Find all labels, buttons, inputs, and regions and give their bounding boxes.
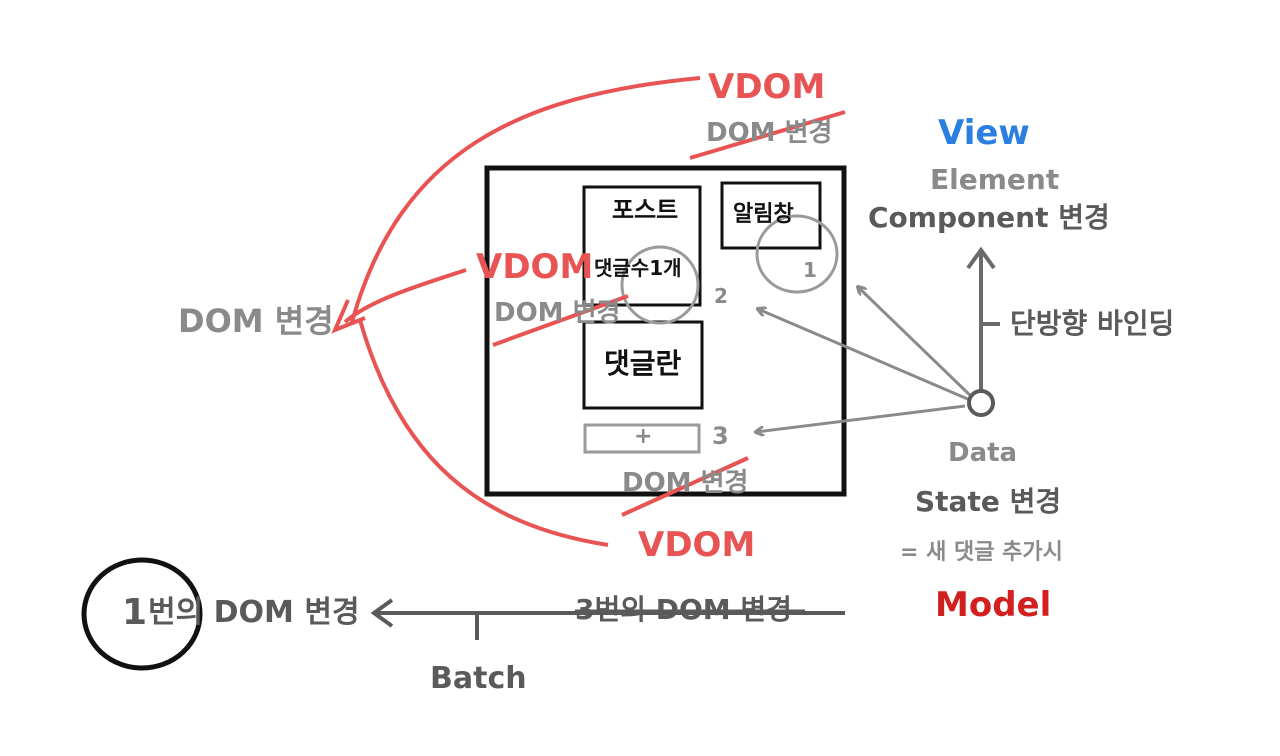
batch-arrowhead [370, 598, 394, 628]
left-dom-change-label: DOM 변경 [178, 302, 334, 340]
vdom-curve-top [350, 76, 701, 323]
change-circle-comment-count [620, 245, 700, 325]
state-change-label: State 변경 [915, 485, 1062, 518]
binding-arrowhead [966, 246, 996, 270]
component-change-label: Component 변경 [868, 201, 1110, 234]
batch-label: Batch [430, 661, 527, 696]
batch-result-text: 번의 DOM 변경 [148, 595, 360, 630]
data-label: Data [948, 438, 1018, 468]
notification-box [720, 181, 822, 250]
model-title: Model [935, 585, 1052, 625]
post-label: 포스트 [612, 196, 679, 224]
change-circle-notification [755, 214, 839, 294]
strike-dom-change-bottom [621, 456, 749, 517]
element-label: Element [930, 163, 1060, 196]
arrow-to-comment-count [758, 309, 971, 402]
strike-dom-change-top [689, 110, 846, 160]
comment-area-label: 댓글란 [604, 347, 682, 380]
marker-2: 2 [714, 284, 728, 308]
new-comment-label: = 새 댓글 추가시 [900, 540, 1063, 565]
batch-result-count: 1 [122, 592, 148, 633]
model-node [967, 389, 995, 417]
marker-3: 3 [712, 422, 729, 450]
notification-label: 알림창 [733, 202, 794, 227]
vdom-label-top: VDOM [708, 67, 826, 107]
vdom-curve-bottom [358, 319, 609, 547]
dom-change-struck-top: DOM 변경 [706, 118, 833, 148]
add-comment-plus: + [634, 424, 653, 449]
comment-count-label: 댓글수1개 [594, 256, 682, 280]
view-title: View [938, 113, 1030, 153]
arrow-to-add-button [756, 404, 966, 432]
batch-struck-text: 3번의 DOM 변경 [575, 593, 792, 626]
add-comment-button-box [583, 423, 701, 454]
result-circle [81, 557, 203, 671]
post-box [582, 185, 702, 307]
strike-dom-change-middle [492, 294, 629, 347]
comment-area-box [582, 320, 704, 410]
dom-change-struck-middle: DOM 변경 [494, 298, 621, 328]
vdom-label-middle: VDOM [476, 247, 594, 287]
dom-change-struck-bottom: DOM 변경 [622, 468, 749, 498]
vdom-curve-middle [343, 268, 467, 324]
vdom-label-bottom: VDOM [638, 525, 756, 565]
arrow-to-notification [858, 287, 977, 402]
binding-label: 단방향 바인딩 [1010, 307, 1175, 340]
marker-1: 1 [803, 258, 817, 282]
vdom-arrowhead [331, 299, 366, 334]
